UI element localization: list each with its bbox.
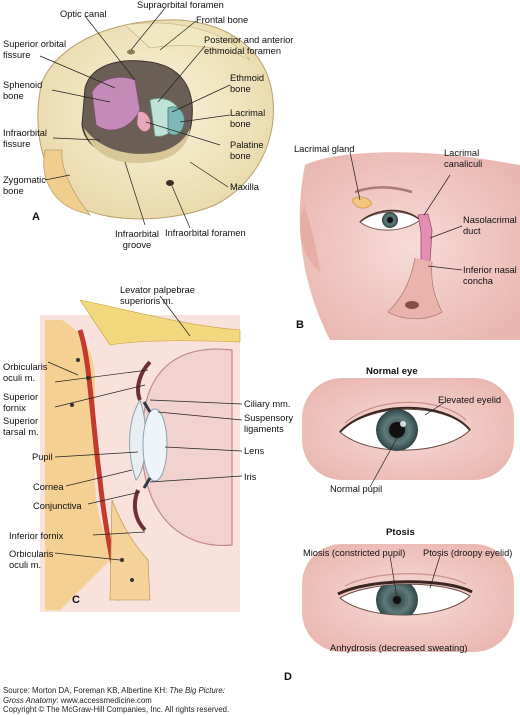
normal-eye-drawing — [302, 378, 514, 480]
panel-letter-c: C — [72, 594, 80, 606]
label-supraorbital-foramen: Supraorbital foramen — [137, 0, 224, 10]
label-superior-orbital-fissure: Superior orbital fissure — [3, 39, 67, 60]
label-nasolacrimal-duct: Nasolacrimal duct — [463, 215, 517, 236]
label-cornea: Cornea — [33, 482, 64, 492]
label-elevated-eyelid: Elevated eyelid — [438, 395, 502, 405]
label-normal-pupil: Normal pupil — [330, 484, 383, 494]
label-frontal-bone: Frontal bone — [196, 15, 249, 25]
label-ptosis-droopy-eyelid: Ptosis (droopy eyelid) — [423, 548, 513, 558]
label-superior-tarsal: Superior tarsal m. — [3, 416, 39, 437]
label-normal-eye-title: Normal eye — [366, 366, 418, 377]
label-orbicularis-oculi-bottom: Orbicularis oculi m. — [9, 549, 54, 570]
label-inferior-fornix: Inferior fornix — [9, 531, 64, 541]
label-infraorbital-groove: Infraorbital groove — [115, 229, 159, 250]
label-maxilla: Maxilla — [230, 182, 259, 192]
label-pupil: Pupil — [32, 452, 53, 462]
label-lens: Lens — [244, 446, 265, 456]
source-citation: Source: Morton DA, Foreman KB, Albertine… — [3, 686, 225, 696]
label-suspensory-ligaments: Suspensory ligaments — [244, 413, 294, 434]
label-inferior-nasal-concha: Inferior nasal concha — [463, 265, 517, 286]
panel-a-leader-lines — [39, 7, 231, 229]
eye-section-drawing — [40, 299, 241, 612]
label-ptosis-title: Ptosis — [386, 527, 415, 538]
label-orbicularis-oculi-top: Orbicularis oculi m. — [3, 362, 48, 383]
panel-b-leader-lines — [349, 151, 463, 271]
face-lacrimal-drawing — [299, 152, 520, 340]
panel-d-leader-lines — [369, 401, 446, 599]
source-prefix: Source: Morton DA, Foreman KB, Albertine… — [3, 686, 170, 695]
label-iris: Iris — [244, 472, 257, 482]
label-infraorbital-foramen: Infraorbital foramen — [165, 228, 246, 238]
source-book-title: The Big Picture: — [169, 686, 225, 695]
source-book-title-2: Gross Anatomy — [3, 696, 57, 705]
label-zygomatic-bone: Zygomatic bone — [3, 175, 46, 196]
label-lacrimal-bone: Lacrimal bone — [230, 108, 266, 129]
label-conjunctiva: Conjunctiva — [33, 501, 82, 511]
panel-letter-d: D — [284, 671, 292, 683]
label-superior-fornix: Superior fornix — [3, 392, 39, 413]
source-citation-line2: Gross Anatomy: www.accessmedicine.com — [3, 696, 152, 706]
label-sphenoid-bone: Sphenoid bone — [3, 80, 43, 101]
label-anhydrosis: Anhydrosis (decreased sweating) — [330, 643, 468, 653]
label-optic-canal: Optic canal — [60, 9, 107, 19]
ptosis-eye-drawing — [302, 544, 514, 652]
source-copyright: Copyright © The McGraw-Hill Companies, I… — [3, 705, 230, 714]
label-levator-palpebrae: Levator palpebrae superioris m. — [120, 285, 195, 306]
source-url[interactable]: : www.accessmedicine.com — [56, 696, 152, 705]
label-palatine-bone: Palatine bone — [230, 140, 264, 161]
label-ethmoid-bone: Ethmoid bone — [230, 73, 265, 94]
label-lacrimal-canaliculi: Lacrimal canaliculi — [444, 148, 483, 169]
panel-letter-b: B — [296, 319, 304, 331]
panel-c-leader-lines — [47, 295, 243, 561]
panel-letter-a: A — [32, 211, 40, 223]
label-infraorbital-fissure: Infraorbital fissure — [3, 128, 47, 149]
label-ciliary-mm: Ciliary mm. — [244, 399, 291, 409]
label-ethmoidal-foramen: Posterior and anterior ethmoidal foramen — [204, 35, 294, 56]
label-miosis: Miosis (constricted pupil) — [303, 548, 406, 558]
label-lacrimal-gland: Lacrimal gland — [294, 144, 355, 154]
